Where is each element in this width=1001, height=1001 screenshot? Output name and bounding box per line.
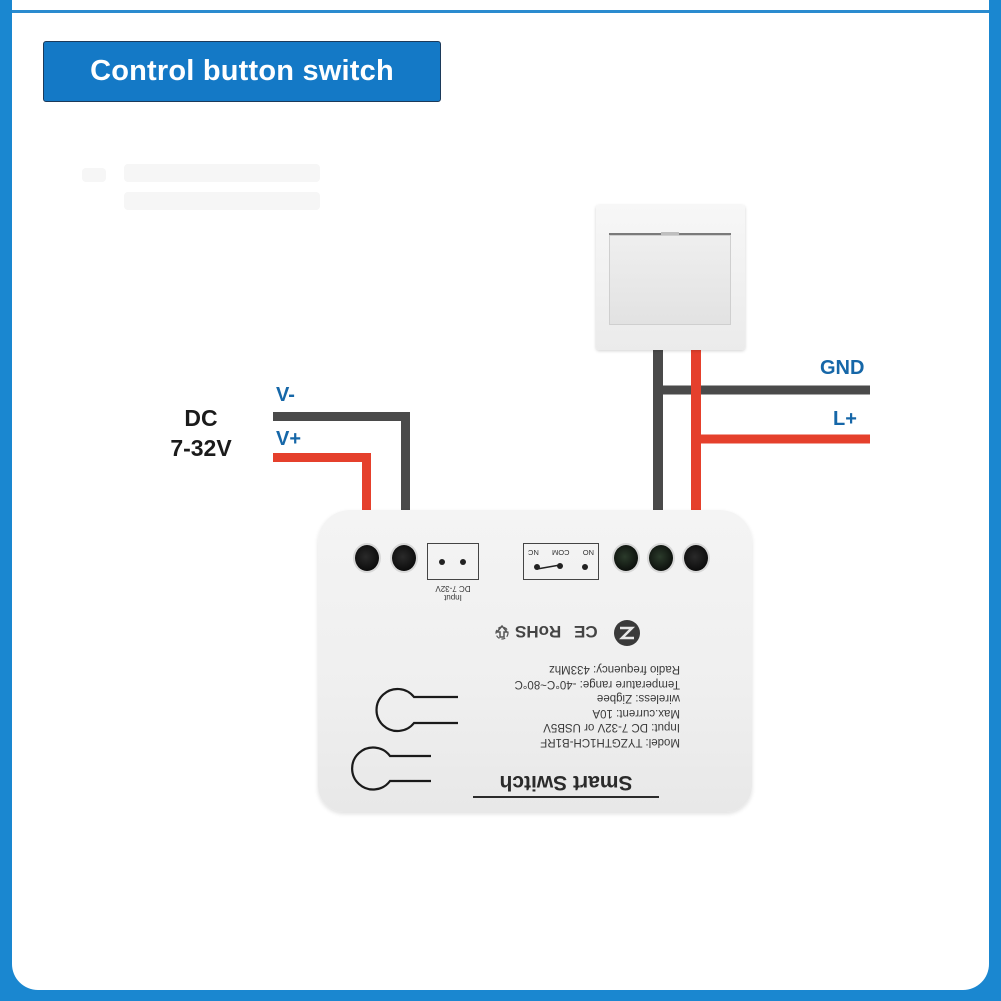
l-plus-label: L+ [833,408,857,430]
terminal-nc [684,545,708,571]
diagram-title: Control button switch [90,55,394,87]
terminal-v-minus [392,545,416,571]
rocker-button[interactable] [609,232,731,325]
keyhole-slot-icon [375,687,458,733]
dc-label: DC [184,405,218,431]
pin-dot [460,559,466,565]
v-minus-label: V- [276,384,295,406]
terminal-no [614,545,638,571]
pin-dot [439,559,445,565]
relay-dot-no [582,564,588,570]
dc-voltage-label: DC 7-32V [158,403,244,463]
watermark [124,192,320,210]
zigbee-logo-icon [614,620,640,646]
relay-dot-nc [534,564,540,570]
v-plus-label: V+ [276,428,302,450]
terminal-com [649,545,673,571]
title-banner: Control button switch [43,41,441,102]
relay-contact-diagram: NO COM NC [523,543,599,580]
wall-rocker-switch[interactable] [596,205,745,350]
recycle-icon [495,624,509,640]
top-divider [12,10,989,13]
keyhole-slot-icon [351,746,431,791]
voltage-range-label: 7-32V [170,435,232,461]
mounting-keyholes [351,687,458,791]
rocker-notch [661,232,679,235]
terminal-v-plus [355,545,379,571]
input-port-diagram [427,543,479,580]
watermark [124,164,320,182]
smart-switch-module: Input DC 7-32V NO COM NC CE RoHS Model: … [318,510,752,812]
relay-dot-com [557,563,563,569]
gnd-label: GND [820,357,865,379]
product-name: Smart Switch [473,768,659,798]
watermark [82,168,106,182]
relay-contact-icon [536,564,561,570]
